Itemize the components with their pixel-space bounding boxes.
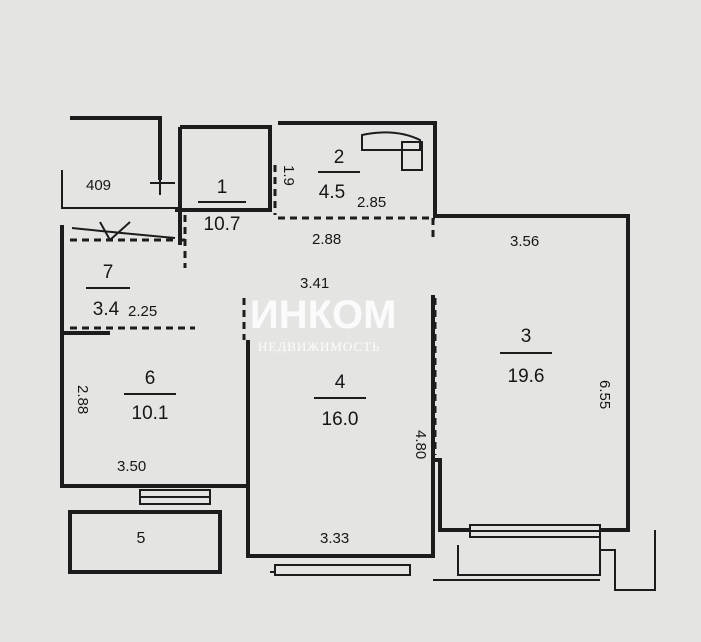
dimensions: 409 2.85 2.88 3.56 3.41 2.25 3.50 3.33 4…: [74, 165, 613, 547]
room-4-label: 4 16.0: [314, 372, 366, 430]
watermark-subtitle: НЕДВИЖИМОСТЬ: [258, 339, 380, 354]
windows: [139, 489, 601, 576]
room-3-label: 3 19.6: [500, 326, 552, 387]
dim-655: 6.55: [596, 380, 613, 409]
room-1-area: 10.7: [204, 214, 241, 235]
dim-480: 4.80: [412, 430, 429, 459]
walls: [60, 116, 656, 591]
room-2-area: 4.5: [319, 182, 345, 203]
room-5-label: 5: [137, 530, 146, 547]
room-7-number: 7: [103, 262, 114, 283]
room-5-number: 5: [137, 530, 146, 547]
room-4-area: 16.0: [322, 409, 359, 430]
dim-356: 3.56: [510, 233, 539, 250]
room-2-label: 2 4.5: [318, 147, 360, 203]
dim-350: 3.50: [117, 458, 146, 475]
room-4-number: 4: [335, 372, 346, 393]
room-2-number: 2: [334, 147, 345, 168]
watermark: ИНКОМ НЕДВИЖИМОСТЬ: [250, 293, 396, 354]
dim-225: 2.25: [128, 303, 157, 320]
room-7-label: 7 3.4: [86, 262, 130, 320]
room-7-area: 3.4: [93, 299, 120, 320]
dim-285: 2.85: [357, 194, 386, 211]
room-3-number: 3: [521, 326, 532, 347]
room-3-area: 19.6: [508, 366, 545, 387]
dim-288: 2.88: [312, 231, 341, 248]
room-1-number: 1: [217, 177, 228, 198]
dim-288-vertical: 2.88: [74, 385, 91, 414]
room-6-label: 6 10.1: [124, 368, 176, 424]
partitions: [70, 165, 437, 455]
room-6-number: 6: [145, 368, 156, 389]
dim-341: 3.41: [300, 275, 329, 292]
room-6-area: 10.1: [132, 403, 169, 424]
dim-409: 409: [86, 177, 111, 194]
dim-333: 3.33: [320, 530, 349, 547]
room-1-label: 1 10.7: [198, 177, 246, 235]
fixtures: [71, 131, 423, 242]
dim-19-vertical: 1.9: [280, 165, 297, 186]
watermark-brand: ИНКОМ: [250, 293, 396, 337]
